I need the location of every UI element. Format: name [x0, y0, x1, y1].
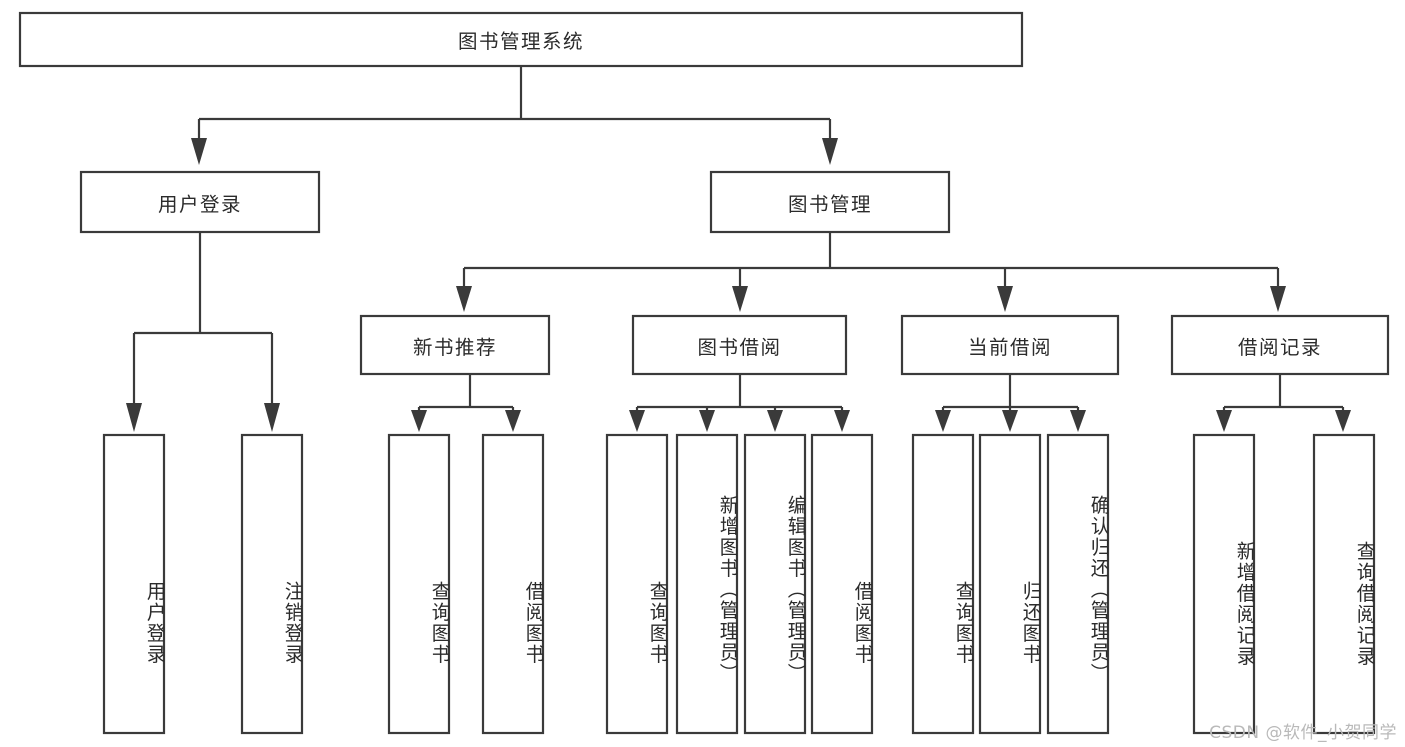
arrow-bookborrow-leaf-1	[629, 410, 645, 432]
node-leaf-confirm-return-admin[interactable]	[1046, 433, 1110, 735]
arrow-currentborrow-leaf-2	[1002, 410, 1018, 432]
arrow-book-mgmt-child-4	[1270, 286, 1286, 312]
node-leaf-edit-book-admin[interactable]	[743, 433, 807, 735]
node-leaf-query-borrow-record[interactable]	[1312, 433, 1376, 735]
node-leaf-add-book-admin[interactable]	[675, 433, 739, 735]
node-leaf-query-book-recommend[interactable]	[387, 433, 451, 735]
node-leaf-borrow-book[interactable]	[810, 433, 874, 735]
arrow-user-login-leaf-1	[126, 403, 142, 432]
arrow-borrowrecord-leaf-1	[1216, 410, 1232, 432]
arrow-currentborrow-leaf-3	[1070, 410, 1086, 432]
arrow-newbook-leaf-1	[411, 410, 427, 432]
node-leaf-logout[interactable]	[240, 433, 304, 735]
arrow-root-to-user-login	[191, 138, 207, 165]
arrow-bookborrow-leaf-4	[834, 410, 850, 432]
node-leaf-return-book[interactable]	[978, 433, 1042, 735]
arrow-user-login-leaf-2	[264, 403, 280, 432]
node-book-management[interactable]	[709, 170, 951, 234]
node-leaf-borrow-book-recommend[interactable]	[481, 433, 545, 735]
node-new-book-recommend[interactable]	[359, 314, 551, 376]
arrow-currentborrow-leaf-1	[935, 410, 951, 432]
arrow-book-mgmt-child-3	[997, 286, 1013, 312]
arrow-borrowrecord-leaf-2	[1335, 410, 1351, 432]
node-leaf-query-book-current[interactable]	[911, 433, 975, 735]
node-book-borrow[interactable]	[631, 314, 848, 376]
node-leaf-query-book-borrow[interactable]	[605, 433, 669, 735]
arrow-book-mgmt-child-1	[456, 286, 472, 312]
arrow-root-to-book-mgmt	[822, 138, 838, 165]
node-user-login[interactable]	[79, 170, 321, 234]
node-leaf-add-borrow-record[interactable]	[1192, 433, 1256, 735]
arrow-book-mgmt-child-2	[732, 286, 748, 312]
node-current-borrow[interactable]	[900, 314, 1120, 376]
arrow-bookborrow-leaf-3	[767, 410, 783, 432]
node-root-system[interactable]	[18, 11, 1024, 68]
arrow-bookborrow-leaf-2	[699, 410, 715, 432]
watermark-text: CSDN @软件_小贺同学	[1209, 723, 1397, 743]
node-leaf-user-login[interactable]	[102, 433, 166, 735]
arrow-newbook-leaf-2	[505, 410, 521, 432]
node-borrow-record[interactable]	[1170, 314, 1390, 376]
